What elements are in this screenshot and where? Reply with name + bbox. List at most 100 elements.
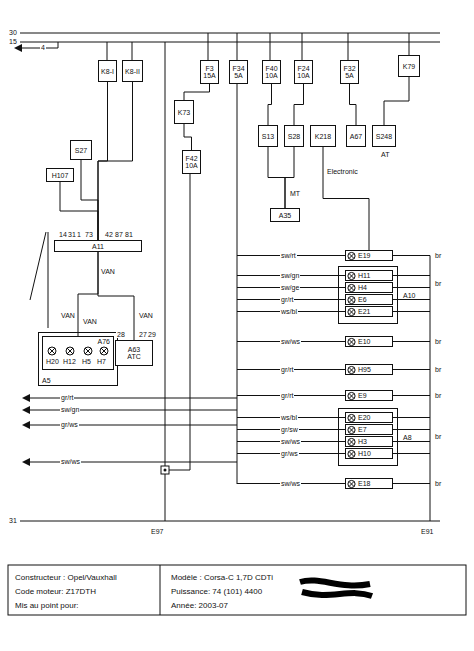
component-label: F24: [297, 65, 309, 72]
wire-label: br: [434, 392, 442, 399]
lamp-symbol: [349, 481, 354, 486]
lamp-symbol: [347, 479, 356, 488]
wire-label: sw/ws: [60, 458, 81, 465]
wire: [294, 84, 304, 125]
component-label: S13: [262, 133, 274, 140]
lamp-symbol: [349, 339, 354, 344]
wire-label: sw/rt: [280, 252, 297, 259]
wire-label: 30: [8, 29, 18, 36]
lamp: E20: [345, 412, 393, 423]
lamp-symbol: [348, 272, 355, 279]
component-label: ATC: [127, 353, 140, 360]
wire-label: VAN: [138, 312, 154, 319]
lamp-symbol: [348, 426, 355, 433]
lamp-symbol: [348, 366, 355, 373]
component-label: K8-II: [125, 68, 140, 75]
component-label: H11: [358, 272, 370, 279]
relay: K8-II: [122, 60, 143, 82]
wire: [384, 77, 409, 125]
wire-label: 42: [104, 231, 114, 238]
wire-label: 4: [40, 44, 46, 51]
lamp: H10: [345, 448, 393, 459]
wire-label: sw/ge: [280, 284, 300, 291]
component-label: E6: [358, 296, 367, 303]
lamp: H95: [345, 364, 393, 375]
wire-label: Electronic: [326, 168, 359, 175]
wire: [268, 147, 285, 208]
module: A35: [270, 208, 300, 222]
lamp-symbol: [348, 296, 355, 303]
component-label: A10: [402, 292, 416, 299]
component-label: S248: [376, 133, 392, 140]
wire-label: 73: [84, 231, 94, 238]
component-label: 10A: [297, 72, 309, 79]
relay: K8-I: [98, 60, 117, 82]
lamp-feed-bus: [237, 84, 345, 484]
lamp-symbol: [349, 273, 354, 278]
title-block-text: Année: 2003-07: [170, 602, 229, 610]
connector: A11: [54, 240, 142, 252]
lamp: E10: [345, 336, 393, 347]
wire-label: sw/ws: [280, 438, 301, 445]
component-label: E20: [358, 414, 370, 421]
component-label: E18: [358, 480, 370, 487]
wire-label: ws/bl: [280, 414, 298, 421]
title-divider: [160, 565, 161, 615]
component-label: H4: [358, 284, 367, 291]
title-block-text: Constructeur : Opel/Vauxhall: [14, 574, 118, 582]
component-label: F42: [185, 155, 197, 162]
lamp-symbol: [349, 285, 354, 290]
redaction-smudge: [300, 580, 372, 596]
component-label: K218: [315, 133, 331, 140]
module: A63ATC: [115, 340, 153, 366]
lamp-symbol: [347, 437, 356, 446]
lamp-symbol: [347, 337, 356, 346]
wire-label: sw/ws: [280, 480, 301, 487]
lamp-symbol: [348, 308, 355, 315]
wire: [268, 84, 272, 125]
title-block-text: Puissance: 74 (101) 4400: [170, 588, 263, 596]
wire-label: 81: [124, 231, 134, 238]
lamp-symbol: [348, 450, 355, 457]
component-label: 15A: [203, 72, 215, 79]
component-label: F32: [343, 65, 355, 72]
component-label: H107: [52, 172, 69, 179]
component-label: K79: [403, 63, 415, 70]
relay: K73: [174, 100, 194, 124]
component-label: H10: [358, 450, 371, 457]
wire-label: gr/rt: [280, 392, 294, 399]
wire: [184, 84, 210, 100]
wire-label: sw/ws: [280, 338, 301, 345]
fuse: F325A: [340, 60, 359, 84]
component-label: K8-I: [101, 68, 114, 75]
lamp-symbol: [348, 480, 355, 487]
lamp-group: A10H11H4E6E21: [338, 266, 398, 324]
lamp: E9: [345, 390, 393, 401]
component-label: H95: [358, 366, 371, 373]
lamp-symbol: [347, 391, 356, 400]
title-block-text: Mis au point pour:: [14, 602, 80, 610]
wire-label: br: [434, 338, 442, 345]
component-label: E21: [358, 308, 370, 315]
wire-label: AT: [380, 151, 390, 158]
wire-label: gr/ws: [280, 450, 299, 457]
switch: S13: [258, 125, 278, 147]
component-label: 10A: [265, 72, 277, 79]
wire-label: sw/gn: [280, 272, 300, 279]
component-label: A67: [350, 133, 362, 140]
ground-symbols: [14, 44, 167, 472]
lamp-unit: H107: [46, 168, 74, 182]
lamp: H11: [345, 270, 393, 281]
wire-label: ws/bl: [280, 308, 298, 315]
wire-label: br: [434, 280, 442, 287]
wire-label: gr/ws: [60, 421, 79, 428]
lamp-symbol: [348, 438, 355, 445]
component-label: 5A: [345, 72, 354, 79]
title-block-text: Modèle : Corsa-C 1,7D CDTi: [170, 574, 274, 582]
wire-label: H7: [96, 358, 107, 365]
wire-label: br: [434, 480, 442, 487]
wire: [98, 252, 134, 340]
lamp-symbol: [347, 365, 356, 374]
wire-label: 28: [116, 331, 126, 338]
title-block-text: Code moteur: Z17DTH: [14, 588, 97, 596]
